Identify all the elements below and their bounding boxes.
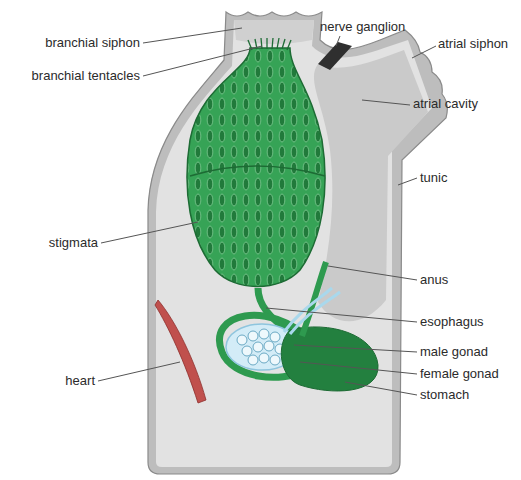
part-label: esophagus (420, 314, 484, 330)
heart (155, 300, 206, 403)
part-label: male gonad (420, 344, 488, 360)
part-label: anus (420, 272, 448, 288)
eggs (237, 329, 285, 365)
part-label: female gonad (420, 366, 499, 382)
pharynx-band (190, 166, 325, 176)
part-label: stigmata (49, 235, 98, 251)
tunic-inner (156, 20, 432, 467)
rectum (302, 262, 326, 336)
tunic-outer (148, 12, 447, 474)
part-label: branchial siphon (45, 35, 140, 51)
part-label: atrial siphon (438, 36, 508, 52)
nerve-ganglion (318, 42, 352, 70)
leader-lines (98, 28, 436, 395)
part-label: stomach (420, 387, 469, 403)
part-label: tunic (420, 170, 447, 186)
pharynx (187, 48, 325, 287)
gonoducts (284, 288, 340, 334)
part-label: atrial cavity (413, 96, 478, 112)
part-label: branchial tentacles (32, 68, 140, 84)
stomach (281, 327, 378, 391)
atrial-cavity (314, 50, 428, 321)
part-label: nerve ganglion (320, 19, 405, 35)
siphon-opening (234, 20, 314, 44)
part-label: heart (65, 373, 95, 389)
